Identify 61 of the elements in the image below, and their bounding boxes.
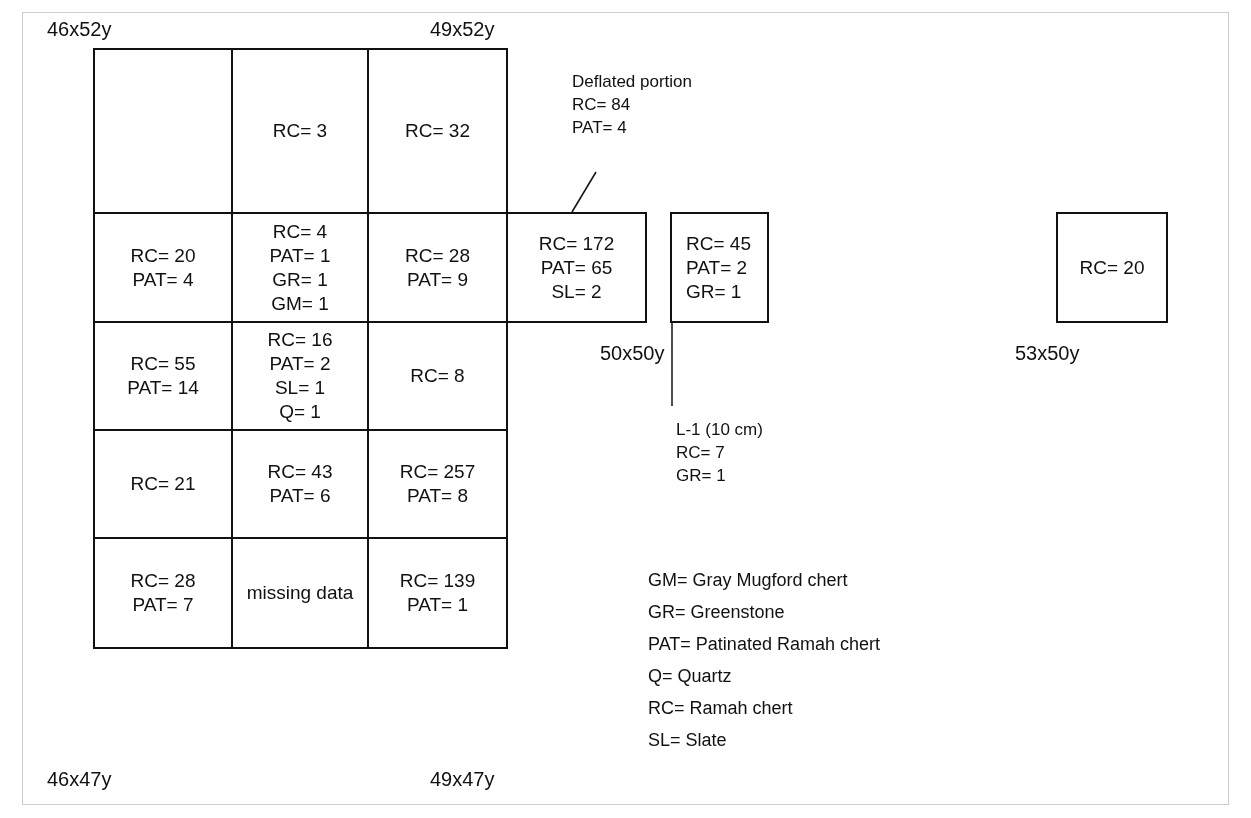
- count-text: RC= 55: [130, 352, 196, 376]
- count-text: GR= 1: [272, 267, 328, 292]
- grid-coordinate: 46x52y: [47, 18, 112, 41]
- grid-coordinate: 53x50y: [1015, 342, 1080, 365]
- count-text: PAT= 7: [132, 593, 194, 617]
- count-text: PAT= 8: [406, 484, 469, 508]
- count-text: RC= 139: [399, 569, 476, 593]
- grid-cell: [367, 537, 508, 649]
- note-text: RC= 7: [676, 442, 725, 464]
- count-text: PAT= 4: [132, 267, 194, 292]
- key-text: RC= Ramah chert: [648, 698, 793, 719]
- grid-cell: [93, 537, 233, 649]
- grid-coordinate: 46x47y: [47, 768, 112, 791]
- leader-line: [671, 322, 673, 407]
- count-text: Q= 1: [279, 400, 321, 424]
- grid-cell: [506, 212, 647, 323]
- count-text: RC= 20: [1079, 255, 1145, 280]
- count-text: PAT= 2: [269, 352, 331, 376]
- count-text: RC= 3: [272, 119, 328, 143]
- count-text: RC= 28: [130, 569, 196, 593]
- count-text: RC= 172: [538, 231, 615, 256]
- key-text: GR= Greenstone: [648, 602, 785, 623]
- grid-coordinate: 49x47y: [430, 768, 495, 791]
- count-text: RC= 32: [405, 119, 470, 143]
- empty-grid-cell: [93, 48, 233, 214]
- count-text: PAT= 9: [406, 267, 469, 292]
- count-text: PAT= 1: [406, 593, 469, 617]
- note-text: RC= 84: [572, 94, 631, 116]
- count-text: SL= 2: [551, 279, 602, 304]
- count-text: RC= 8: [410, 364, 465, 388]
- count-text: missing data: [246, 581, 354, 605]
- grid-cell: [670, 212, 769, 323]
- count-text: PAT= 2: [686, 255, 748, 280]
- count-text: PAT= 1: [269, 243, 331, 268]
- count-text: RC= 20: [130, 243, 196, 268]
- count-text: RC= 28: [405, 243, 470, 268]
- count-text: RC= 257: [399, 460, 476, 484]
- key-text: Q= Quartz: [648, 666, 732, 687]
- note-text: Deflated portion: [572, 71, 693, 93]
- count-text: RC= 21: [130, 472, 196, 496]
- count-text: PAT= 65: [540, 255, 613, 280]
- grid-coordinate: 50x50y: [600, 342, 665, 365]
- grid-cell: [367, 48, 508, 214]
- count-text: GR= 1: [686, 279, 742, 304]
- count-text: RC= 4: [272, 219, 328, 244]
- count-text: RC= 16: [267, 328, 333, 352]
- count-text: GM= 1: [271, 291, 329, 316]
- grid-cell: [1056, 212, 1168, 323]
- note-text: L-1 (10 cm): [676, 419, 763, 441]
- count-text: PAT= 6: [269, 484, 331, 508]
- count-text: PAT= 14: [127, 376, 199, 400]
- leader-line: [571, 171, 597, 213]
- key-text: PAT= Patinated Ramah chert: [648, 634, 880, 655]
- note-text: PAT= 4: [572, 117, 627, 139]
- key-text: SL= Slate: [648, 730, 727, 751]
- count-text: RC= 43: [267, 460, 333, 484]
- note-text: GR= 1: [676, 465, 726, 487]
- count-text: RC= 45: [686, 231, 751, 256]
- key-text: GM= Gray Mugford chert: [648, 570, 848, 591]
- grid-coordinate: 49x52y: [430, 18, 495, 41]
- count-text: SL= 1: [274, 376, 326, 400]
